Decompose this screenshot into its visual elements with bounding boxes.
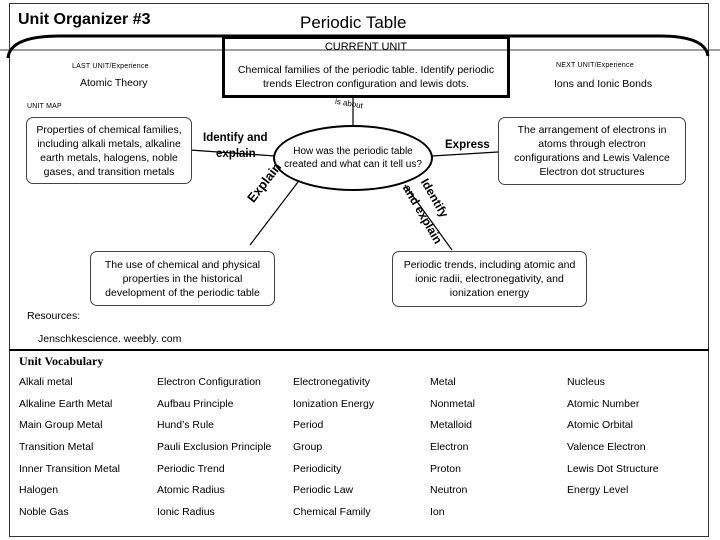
vocab-term: Nucleus [567,376,605,388]
vocab-term: Period [293,419,324,431]
vocab-term: Periodic Law [293,484,354,496]
vocab-term: Pauli Exclusion Principle [157,441,272,453]
link-explain: explain [216,148,256,160]
right-concept-box: The arrangement of electrons in atoms th… [498,117,686,185]
vocabulary-title: Unit Vocabulary [19,354,104,368]
page-frame [9,3,709,537]
vocab-term: Ionization Energy [293,398,375,410]
vocab-term: Proton [430,463,461,475]
current-unit-label: CURRENT UNIT [324,41,408,53]
vocab-term: Alkali metal [19,376,73,388]
resources-link[interactable]: Jenschkescience. weebly. com [38,333,182,345]
vocab-term: Lewis Dot Structure [567,463,659,475]
vocab-term: Energy Level [567,484,629,496]
vocab-term: Hund’s Rule [157,419,215,431]
vocab-term: Halogen [19,484,59,496]
vocab-term: Ionic Radius [157,506,215,518]
vocab-term: Group [293,441,323,453]
central-question-oval: How was the periodic table created and w… [273,125,433,191]
vocab-term: Electron Configuration [157,376,261,388]
vocab-term: Periodic Trend [157,463,225,475]
vocab-term: Aufbau Principle [157,398,234,410]
vocab-term: Inner Transition Metal [19,463,120,475]
link-identify-and: Identify and [203,132,268,144]
vocab-term: Periodicity [293,463,342,475]
vocab-term: Alkaline Earth Metal [19,398,113,410]
left-concept-box: Properties of chemical families, includi… [26,117,192,184]
organizer-title: Unit Organizer #3 [18,11,151,28]
vocab-term: Valence Electron [567,441,646,453]
vocab-term: Metalloid [430,419,473,431]
unit-map-label: UNIT MAP [27,103,62,110]
header-arc [0,34,720,59]
current-unit-box [222,36,510,98]
last-unit-text: Atomic Theory [80,77,148,89]
next-unit-text: Ions and Ionic Bonds [554,78,653,90]
link-express: Express [445,139,490,151]
vocab-term: Electronegativity [293,376,371,388]
vocab-term: Nonmetal [430,398,475,410]
bottom-right-concept-box: Periodic trends, including atomic and io… [392,251,587,307]
vocab-term: Neutron [430,484,468,496]
vocab-term: Atomic Radius [157,484,225,496]
current-unit-text: Chemical families of the periodic table.… [237,64,495,90]
resources-label: Resources: [27,310,81,322]
vocab-term: Atomic Orbital [567,419,633,431]
topic-title: Periodic Table [300,13,407,32]
vocab-term: Noble Gas [19,506,69,518]
last-unit-label: LAST UNIT/Experience [72,63,149,70]
vocab-term: Transition Metal [19,441,94,453]
next-unit-label: NEXT UNIT/Experience [556,62,634,69]
map-connectors [189,97,499,251]
vocab-term: Metal [430,376,456,388]
bottom-left-concept-box: The use of chemical and physical propert… [90,251,275,306]
vocab-term: Main Group Metal [19,419,103,431]
vocab-term: Ion [430,506,445,518]
vocab-term: Chemical Family [293,506,371,518]
vocab-term: Atomic Number [567,398,640,410]
vocab-term: Electron [430,441,469,453]
